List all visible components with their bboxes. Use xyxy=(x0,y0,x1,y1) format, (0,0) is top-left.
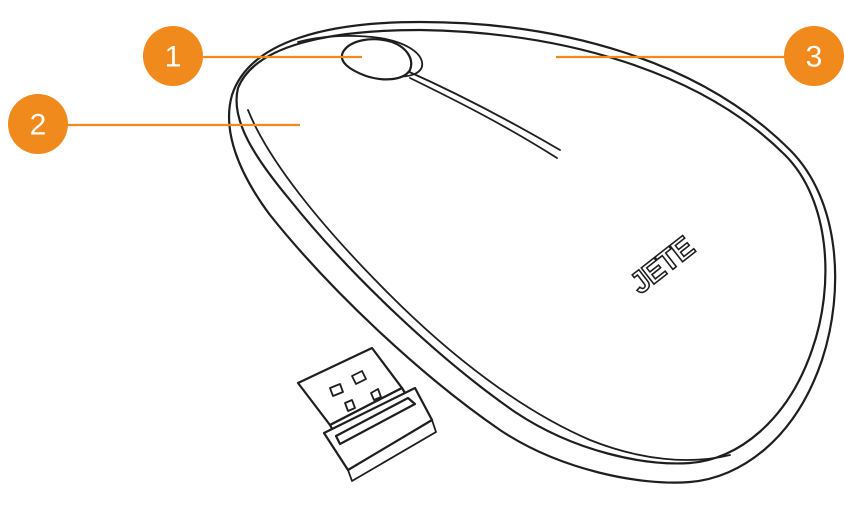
callout-3-marker xyxy=(784,26,844,86)
callout-2: 2 xyxy=(8,94,300,154)
usb-receiver xyxy=(296,346,437,482)
button-split-line xyxy=(404,69,561,151)
callout-2-number: 2 xyxy=(30,109,47,142)
mouse-body xyxy=(235,28,827,465)
button-split-line-inner xyxy=(409,77,558,159)
wheel-housing xyxy=(297,35,424,78)
callout-1-marker xyxy=(143,26,203,86)
body-edge-line xyxy=(247,109,731,461)
callout-1-number: 1 xyxy=(165,41,182,74)
callout-3-number: 3 xyxy=(806,41,823,74)
scroll-wheel xyxy=(340,38,413,81)
callout-1: 1 xyxy=(143,26,362,86)
callout-3: 3 xyxy=(556,26,844,86)
callout-2-marker xyxy=(8,94,68,154)
